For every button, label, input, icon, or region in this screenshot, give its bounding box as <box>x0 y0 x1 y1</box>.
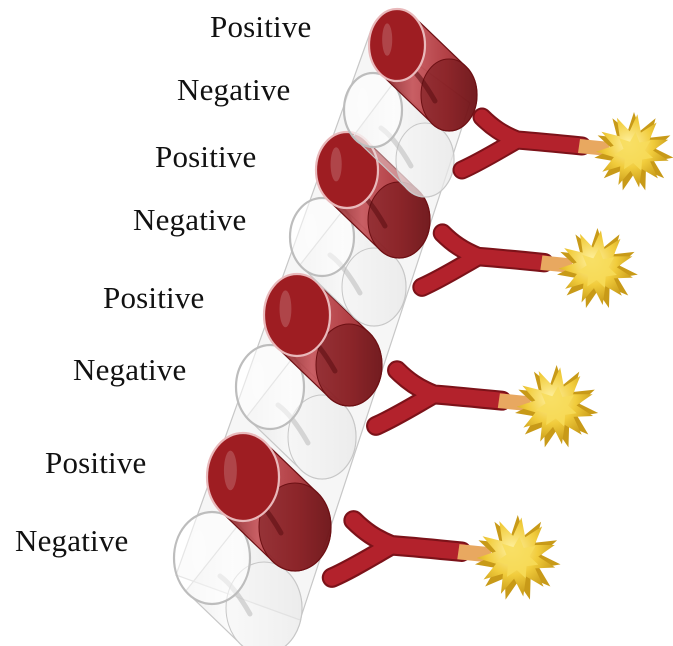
well-highlight <box>331 147 342 181</box>
well-highlight <box>280 290 292 327</box>
antibody-icon <box>422 233 544 287</box>
antibody-enzyme-conjugate-3 <box>376 365 598 447</box>
well-highlight <box>192 530 206 571</box>
well-highlight <box>224 451 237 491</box>
antibody-enzyme-conjugate-1 <box>462 112 673 190</box>
well-label-6: Negative <box>73 352 187 388</box>
well-label-3: Positive <box>155 139 257 175</box>
well-label-4: Negative <box>133 202 247 238</box>
well-opening <box>207 433 279 521</box>
well-highlight <box>358 88 368 121</box>
antibody-enzyme-conjugate-2 <box>422 228 638 308</box>
well-highlight <box>305 214 317 249</box>
well-label-7: Positive <box>45 445 147 481</box>
well-label-5: Positive <box>103 280 205 316</box>
well-opening <box>264 274 330 356</box>
well-label-8: Negative <box>15 523 129 559</box>
well-label-2: Negative <box>177 72 291 108</box>
well-opening <box>369 9 425 81</box>
antibody-icon <box>376 370 502 426</box>
well-highlight <box>252 362 264 400</box>
antibody-enzyme-conjugate-4 <box>332 515 561 600</box>
well-label-1: Positive <box>210 9 312 45</box>
antibody-icon <box>462 117 582 170</box>
well-highlight <box>382 23 392 55</box>
antibody-icon <box>332 520 462 577</box>
well-bottom <box>342 248 406 326</box>
